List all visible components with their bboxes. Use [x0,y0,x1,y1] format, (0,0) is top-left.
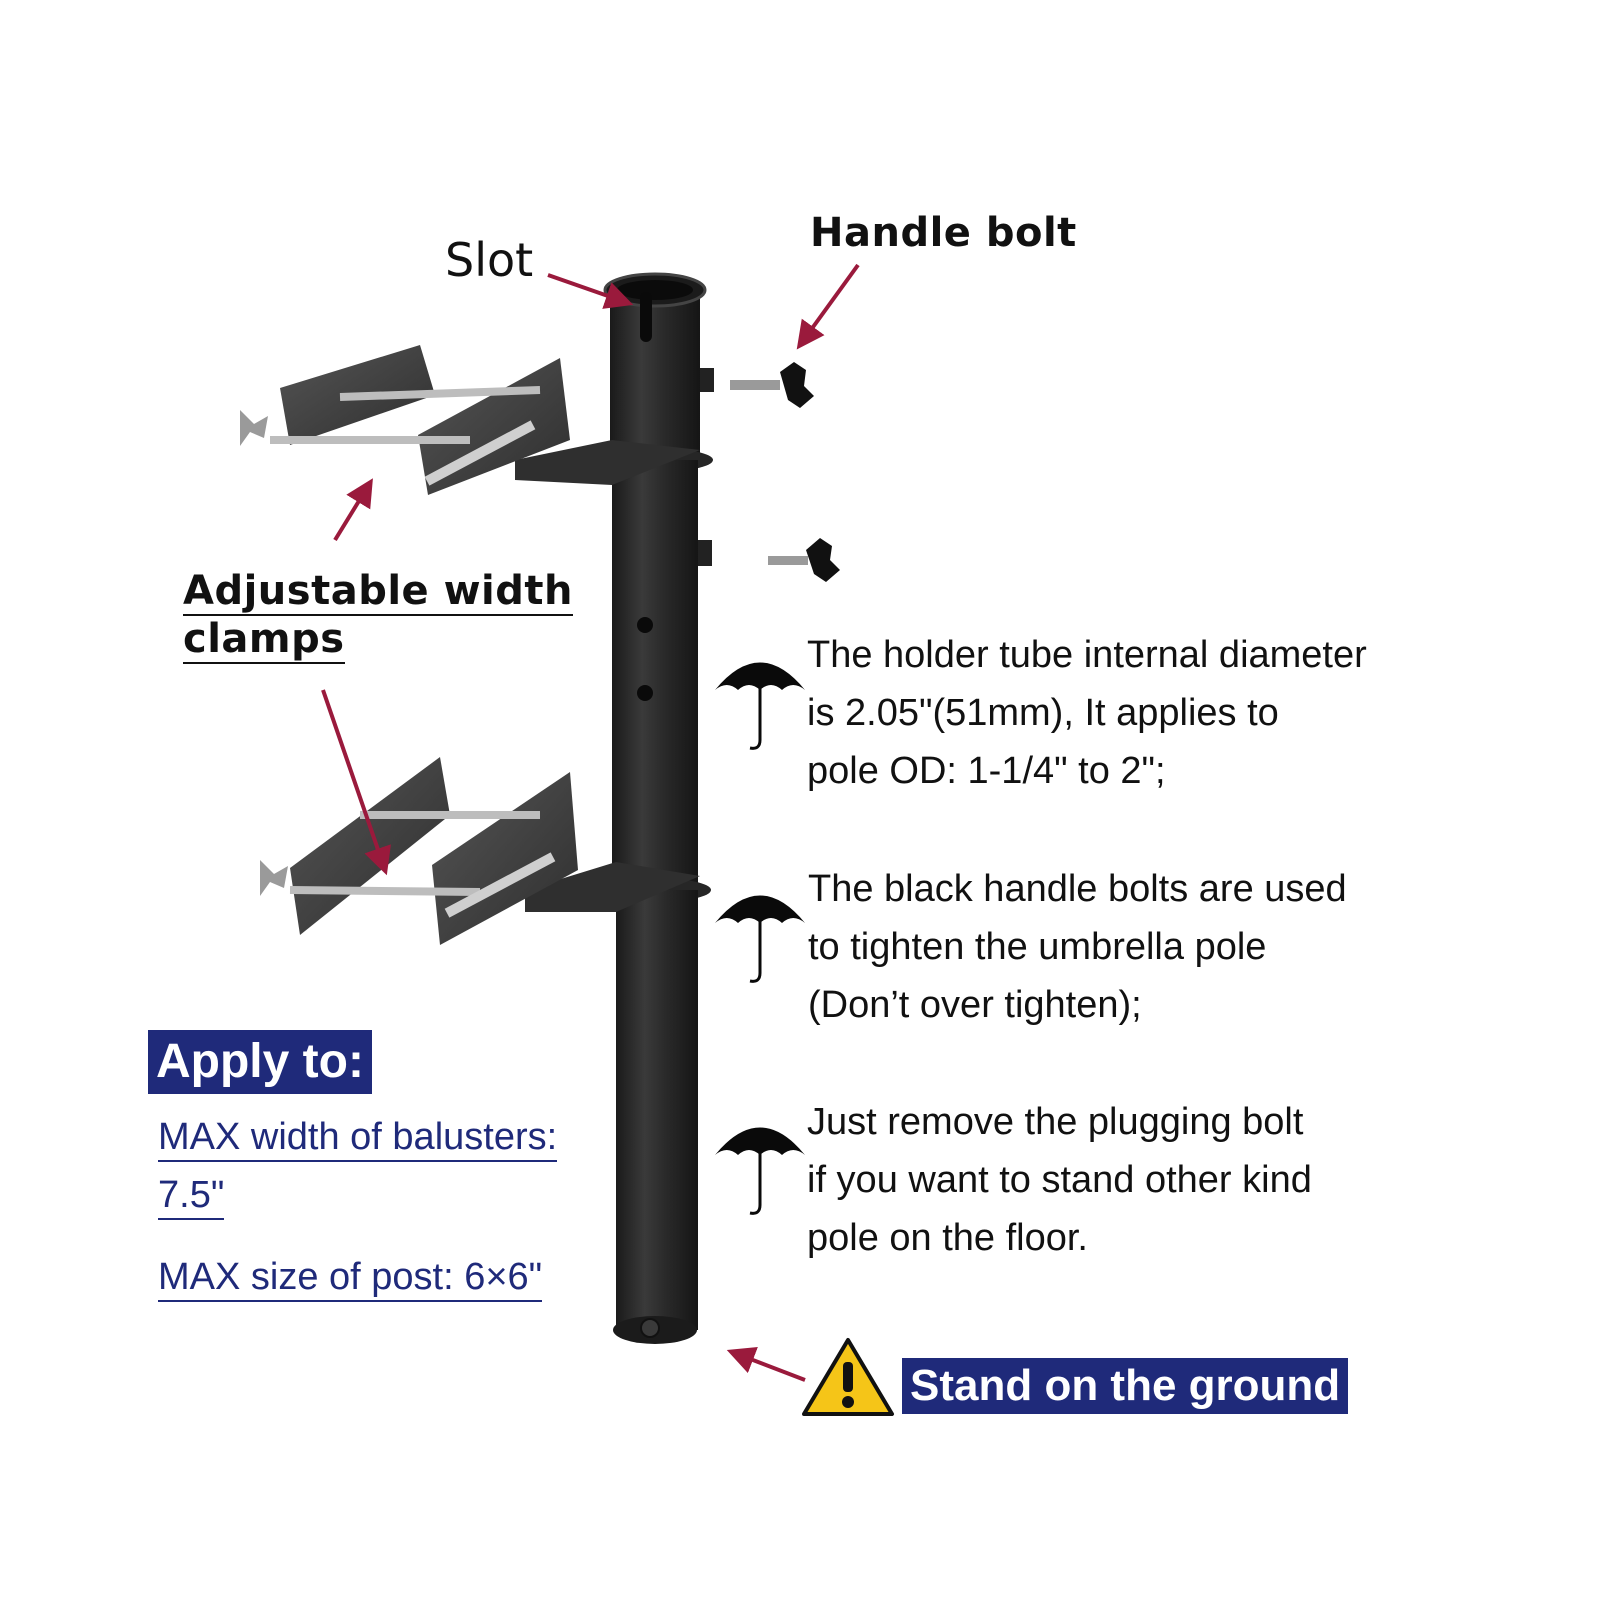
clamps-label-line1: Adjustable width [183,568,573,616]
apply-to-heading: Apply to: [148,1030,372,1094]
clamp-upper [240,345,700,495]
arrow-ground [726,1346,806,1382]
handle-bolt-upper [730,362,814,408]
note-internal-diameter: The holder tube internal diameter is 2.0… [807,634,1367,792]
max-width-label: MAX width of balusters: [158,1114,558,1162]
callout-arrows [321,263,860,1382]
holder-tube [597,272,714,1344]
slot-cutout [640,292,652,342]
stand-on-ground-badge: Stand on the ground [902,1358,1349,1414]
arrow-slot [547,273,634,309]
warning-icon [802,1338,894,1416]
umbrella-icon [715,895,805,983]
note-plugging-bolt: Just remove the plugging bolt if you wan… [807,1101,1312,1259]
handle-bolt-lower [768,538,840,582]
max-post-size: MAX size of post: 6×6" [158,1254,543,1302]
arrow-handle-bolt [796,263,860,350]
slot-label: Slot [445,233,534,287]
handle-bolt-label: Handle bolt [810,210,1077,256]
max-width-value: 7.5" [158,1172,225,1220]
arrow-clamp-lower [321,689,391,876]
clamps-label: Adjustable width clamps [183,568,573,664]
clamps-label-line2: clamps [183,616,345,664]
arrow-clamp-upper [333,478,373,542]
note-handle-bolts: The black handle bolts are used to tight… [808,868,1347,1026]
umbrella-icon [715,662,805,750]
umbrella-icon [715,1127,805,1215]
